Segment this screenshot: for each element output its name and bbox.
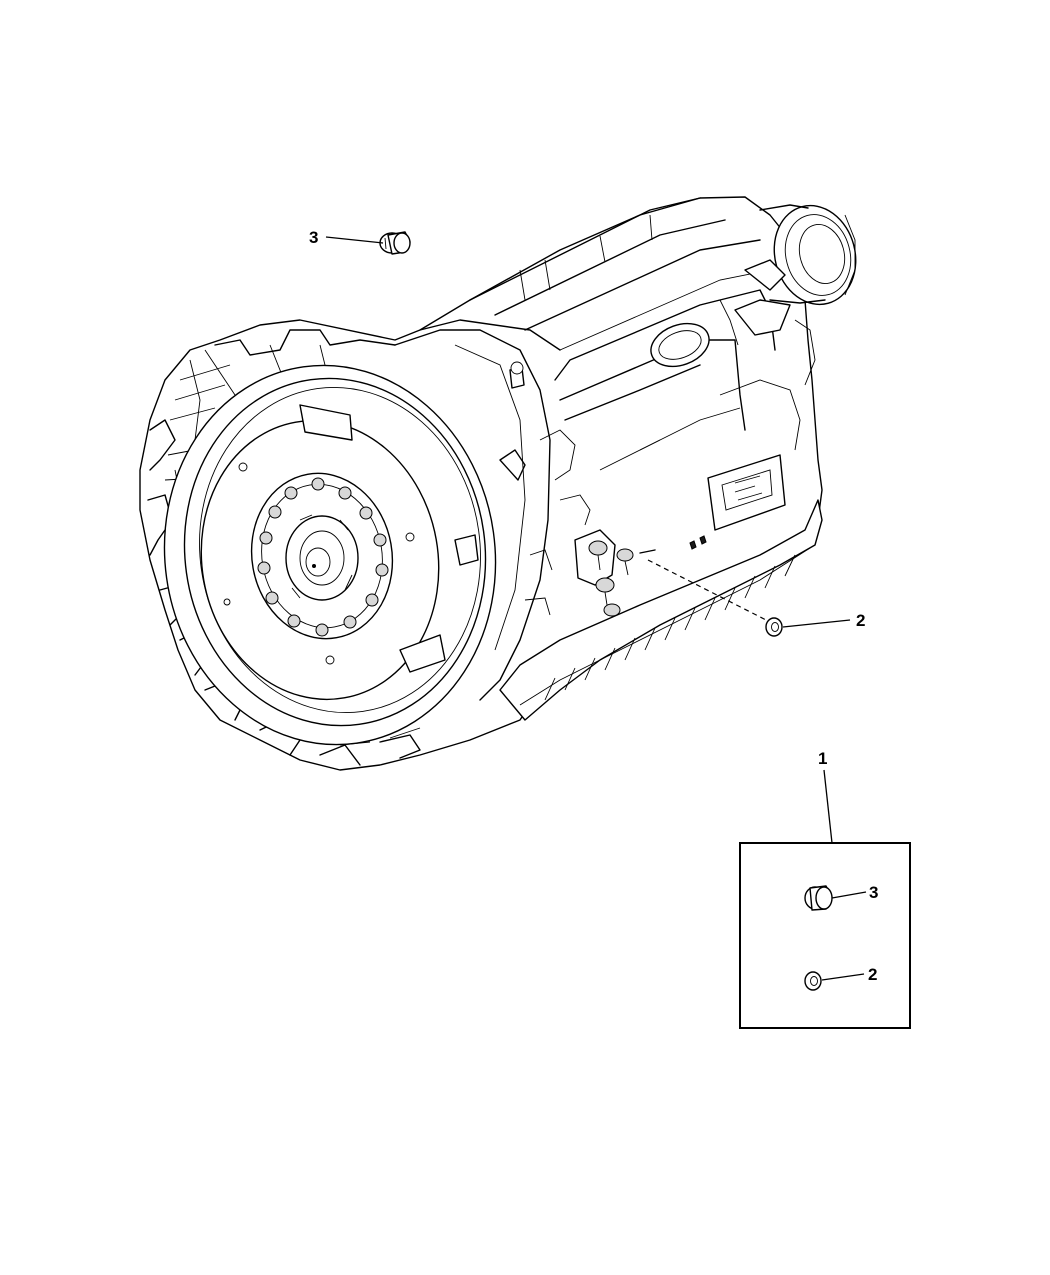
transmission-assembly-icon	[139, 196, 857, 771]
callout-leader-kit-seal	[821, 973, 865, 981]
callout-leader-main-plug	[325, 236, 384, 244]
callout-leader-main-seal	[782, 619, 851, 628]
kit-box	[739, 842, 911, 1029]
callout-kit: 1	[818, 749, 827, 768]
callout-main-plug: 3	[309, 228, 318, 247]
callout-kit-plug: 3	[869, 883, 878, 902]
callout-leader-kit	[823, 769, 833, 844]
callout-main-seal: 2	[856, 611, 865, 630]
kit-seal-icon	[804, 971, 822, 991]
callout-leader-kit-plug	[831, 891, 867, 899]
seal-washer-icon	[765, 617, 783, 637]
flexplate-bolt-ring	[257, 477, 389, 637]
callout-kit-seal: 2	[868, 965, 877, 984]
kit-plug-icon	[804, 885, 833, 911]
plug-icon	[379, 231, 411, 255]
